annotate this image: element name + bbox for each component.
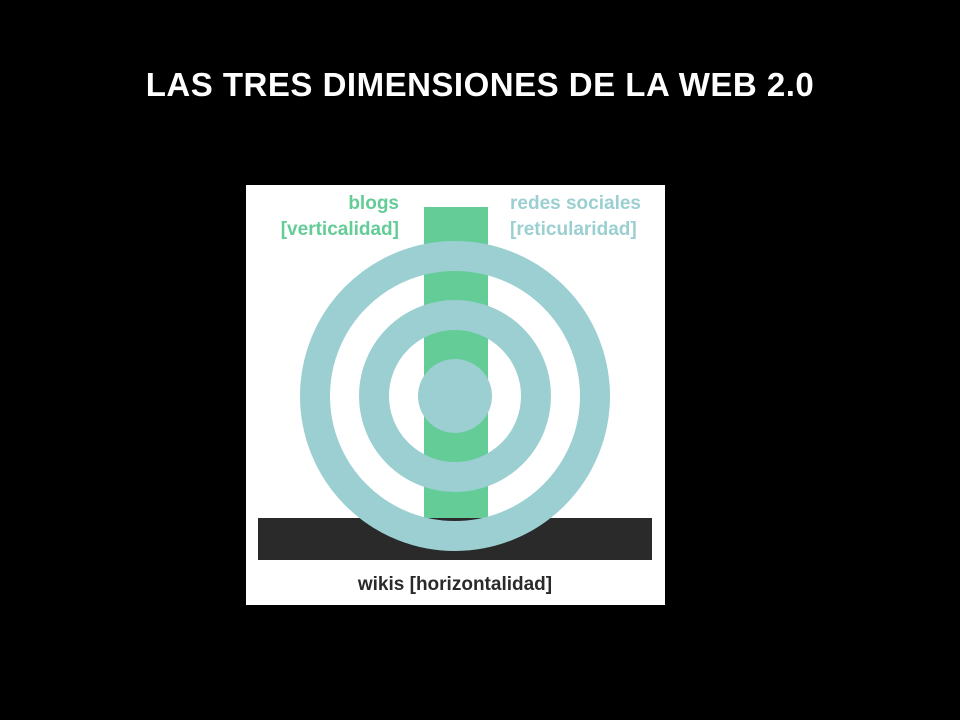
redes-sociales-dimension-label: [reticularidad]: [510, 219, 637, 240]
redes-sociales-label: redes sociales: [510, 193, 641, 214]
wikis-label: wikis [horizontalidad]: [357, 574, 552, 595]
blogs-label: blogs: [348, 193, 399, 214]
inner-ring: [359, 300, 551, 492]
center-dot: [418, 359, 492, 433]
blogs-dimension-label: [verticalidad]: [281, 219, 399, 240]
web-dimensions-diagram: blogs [verticalidad] redes sociales [ret…: [246, 185, 665, 605]
diagram-canvas: blogs [verticalidad] redes sociales [ret…: [258, 193, 652, 595]
outer-ring: [300, 241, 610, 551]
slide-title: LAS TRES DIMENSIONES DE LA WEB 2.0: [145, 66, 815, 103]
